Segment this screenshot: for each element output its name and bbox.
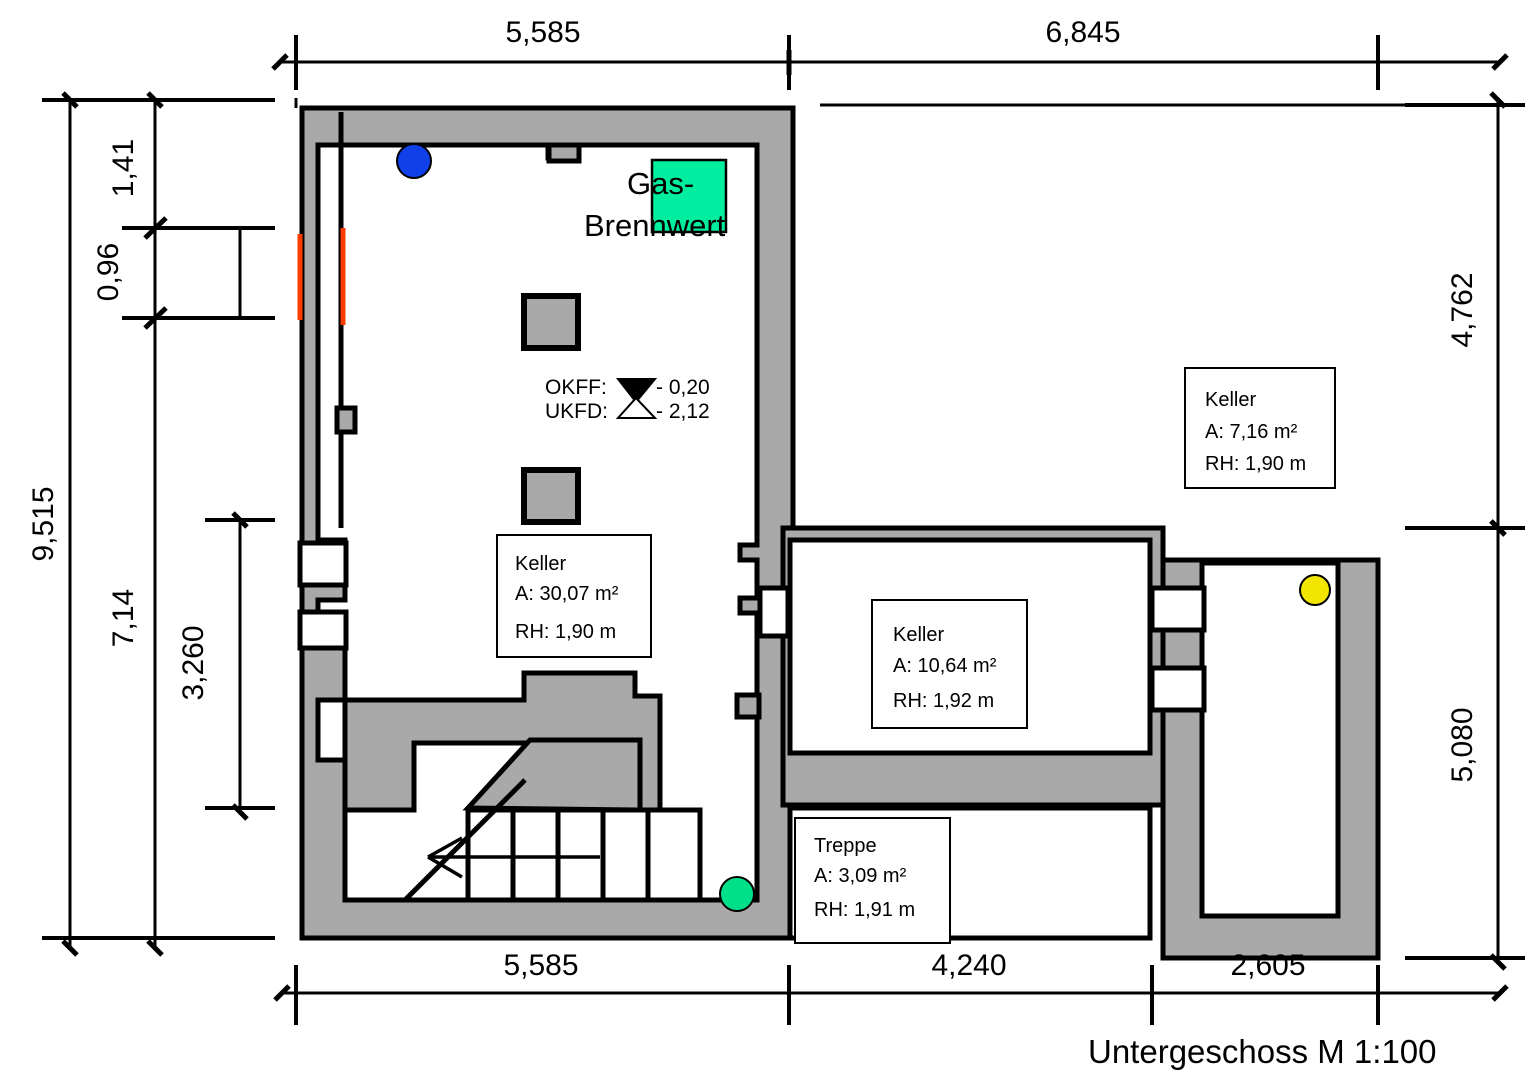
- dim-bottom-left-label: 5,585: [503, 949, 578, 982]
- gas-brennwert-label: Gas- Brennwert: [584, 166, 726, 243]
- dim-bottom-middle-label: 4,240: [931, 949, 1006, 982]
- dimension-chain-left: 9,515 1,41 7,14 0,96 3,260: [27, 91, 275, 957]
- room-label-box: [496, 534, 652, 658]
- room-name: Keller: [1205, 389, 1256, 411]
- okff-value: - 0,20: [656, 376, 710, 399]
- room-label-keller-middle-right: Keller A: 10,64 m² RH: 1,92 m: [871, 599, 1028, 729]
- dim-right-lower-label: 5,080: [1446, 707, 1479, 782]
- room-name: Keller: [893, 624, 944, 646]
- room-name: Keller: [515, 553, 566, 575]
- room-right-wing-interior: [1199, 560, 1341, 919]
- door-opening-right-wing-1: [1149, 585, 1207, 633]
- marker-green-icon: [719, 876, 755, 912]
- level-symbols: [615, 378, 658, 419]
- okff-triangle-icon: [615, 378, 658, 404]
- gas-brennwert-line2: Brennwert: [584, 208, 726, 243]
- room-height: RH: 1,92 m: [893, 690, 994, 712]
- okff-label: OKFF:: [545, 376, 607, 399]
- column-lower: [521, 467, 581, 525]
- dim-top-left-label: 5,585: [505, 16, 580, 49]
- dimension-chain-bottom: 5,585 4,240 2,605: [273, 949, 1509, 1025]
- dim-left-mid-slash-2: [143, 306, 168, 330]
- door-opening-right-wing-2: [1149, 665, 1207, 713]
- marker-yellow-icon: [1299, 574, 1331, 606]
- stair-tread-field: [465, 807, 703, 903]
- gas-brennwert-equipment-icon: [650, 158, 728, 234]
- dim-left-141-label: 1,41: [107, 139, 140, 197]
- wall-notch-center-right: [734, 692, 762, 720]
- drawing-title: Untergeschoss M 1:100: [1088, 1033, 1437, 1070]
- dim-right-upper-label: 4,762: [1446, 272, 1479, 347]
- level-annotations: OKFF: - 0,20 UKFD: - 2,12: [545, 376, 710, 423]
- marker-blue-icon: [396, 143, 432, 179]
- dim-left-3260-label: 3,260: [177, 625, 210, 700]
- room-label-keller-upper-right: Keller A: 7,16 m² RH: 1,90 m: [1184, 367, 1336, 489]
- wall-structure: [297, 105, 1381, 961]
- stair-direction-arrow-head: [427, 836, 463, 879]
- room-area: A: 10,64 m²: [893, 655, 997, 677]
- staircase: [403, 778, 703, 903]
- ukfd-label: UKFD:: [545, 400, 608, 423]
- column-upper: [521, 293, 581, 351]
- room-height: RH: 1,90 m: [515, 621, 616, 643]
- room-height: RH: 1,90 m: [1205, 453, 1306, 475]
- gas-brennwert-line1: Gas-: [627, 166, 694, 201]
- dimension-chain-top: 5,585 6,845: [271, 16, 1509, 108]
- dimension-chain-right: 4,762 5,080: [1405, 91, 1525, 971]
- room-label-keller-main: Keller A: 30,07 m² RH: 1,90 m: [496, 534, 652, 658]
- window-markers: [297, 228, 346, 325]
- room-name: Treppe: [814, 835, 877, 857]
- room-area: A: 7,16 m²: [1205, 421, 1298, 443]
- door-opening-left-wall-2: [297, 609, 349, 651]
- ukfd-triangle-icon: [615, 396, 658, 419]
- room-label-box: [794, 817, 951, 944]
- room-height: RH: 1,91 m: [814, 899, 915, 921]
- door-opening-left-wall-1: [297, 540, 349, 588]
- room-area: A: 3,09 m²: [814, 865, 907, 887]
- stair-cut-line: [403, 778, 527, 902]
- ukfd-value: - 2,12: [656, 400, 710, 423]
- dim-left-096-label: 0,96: [92, 243, 125, 301]
- door-opening-center-1: [757, 585, 791, 639]
- wall-notch-upper-center: [546, 142, 582, 164]
- room-label-box: [871, 599, 1028, 729]
- room-label-treppe: Treppe A: 3,09 m² RH: 1,91 m: [794, 817, 951, 944]
- dim-bottom-right-label: 2,605: [1230, 949, 1305, 982]
- dim-left-total-label: 9,515: [27, 486, 60, 561]
- dim-left-mid-slash-1: [143, 216, 168, 240]
- room-label-box: [1184, 367, 1336, 489]
- dim-left-714-label: 7,14: [107, 589, 140, 647]
- wall-notch-left-lower: [334, 405, 358, 435]
- room-area: A: 30,07 m²: [515, 583, 619, 605]
- dim-top-right-label: 6,845: [1045, 16, 1120, 49]
